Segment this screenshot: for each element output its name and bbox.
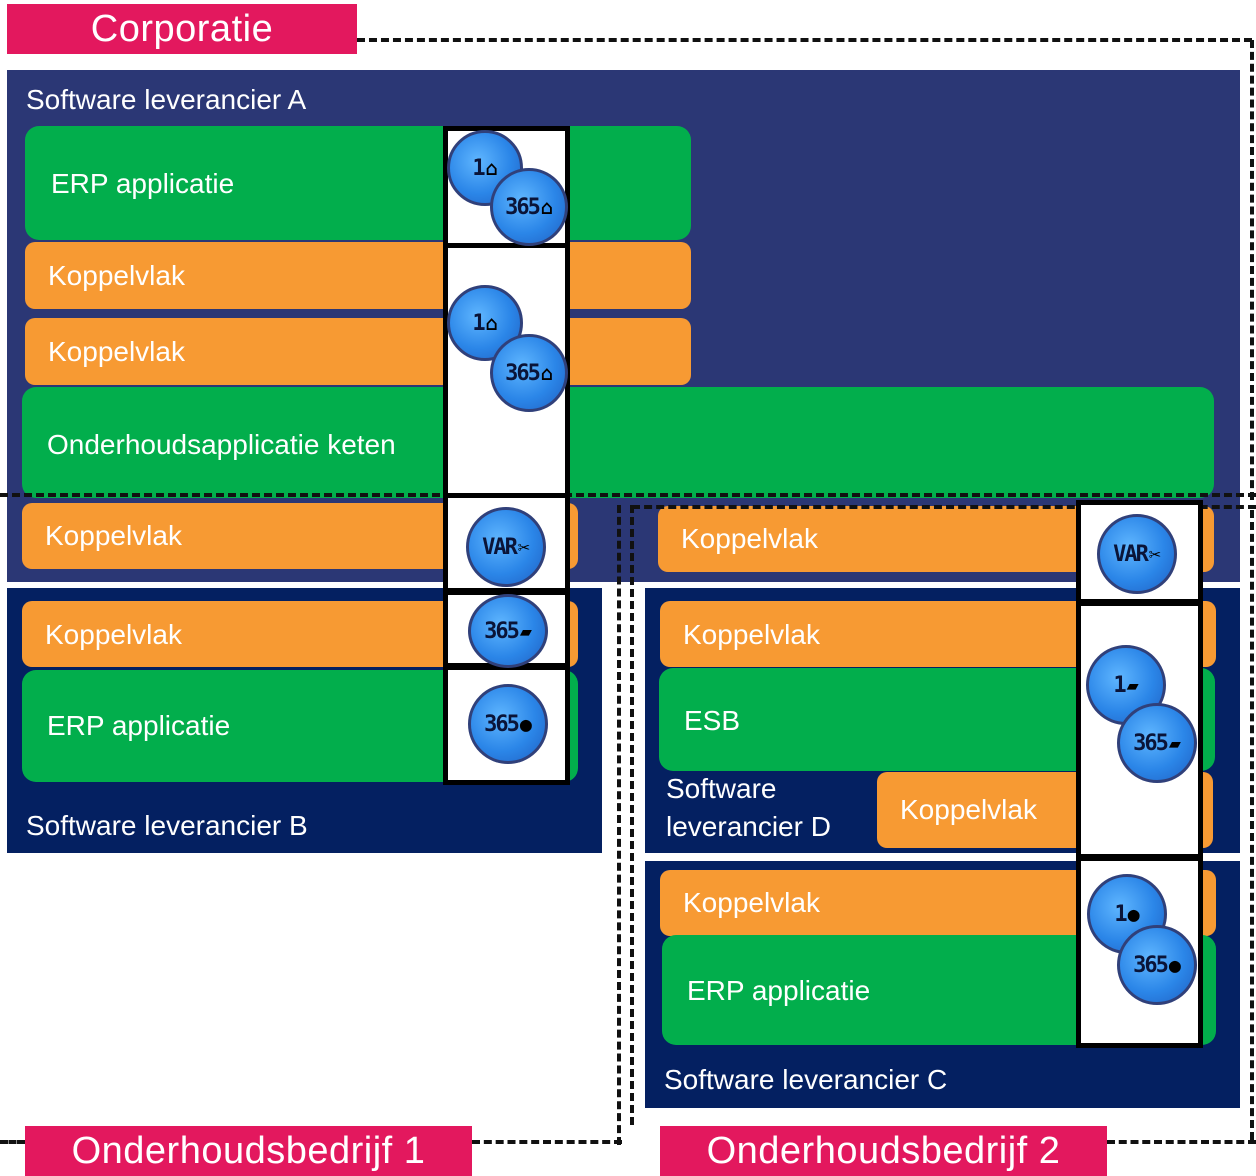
badge-365-box-d: 365▰ [1117, 703, 1197, 783]
vendor-d-koppelvlak-inner-label: Koppelvlak [900, 794, 1037, 825]
onderhoudsbedrijf-divider-right [630, 505, 634, 1125]
vendor-d-koppelvlak-label: Koppelvlak [683, 619, 820, 650]
badge-var-tools-d: VAR✂ [1097, 514, 1177, 594]
corporatie-label: Corporatie [7, 4, 357, 54]
vendor-a-koppelvlak-2: Koppelvlak [25, 318, 691, 385]
box-icon: ▰ [1168, 731, 1181, 755]
onderhoudsapplicatie-keten-block: Onderhoudsapplicatie keten [22, 387, 1214, 498]
house-icon: ⌂ [485, 156, 498, 180]
vendor-a-koppelvlak-1-label: Koppelvlak [48, 260, 185, 291]
corporatie-border-right [1250, 40, 1254, 500]
badge-365-person-c: 365● [1117, 925, 1197, 1005]
corporatie-border-top [357, 38, 1252, 42]
badge-365-box-b: 365▰ [468, 594, 548, 668]
box-icon: ▰ [519, 619, 532, 643]
vendor-b-title: Software leverancier B [26, 810, 308, 841]
onderhoudsbedrijf2-right-border [1250, 510, 1254, 1140]
house-icon: ⌂ [485, 311, 498, 335]
corporatie-border-bottom [0, 493, 1256, 497]
vendor-d-title: Software leverancier D [666, 770, 866, 846]
onderhoudsbedrijf2-top-border [632, 505, 1256, 509]
badge-365-person-b: 365● [468, 684, 548, 764]
badge-365-house-a-erp: 365⌂ [490, 168, 568, 246]
vendor-c-erp-label: ERP applicatie [687, 975, 871, 1006]
box-icon: ▰ [1126, 673, 1139, 697]
onderhoudsapplicatie-keten-label: Onderhoudsapplicatie keten [47, 429, 396, 460]
onderhoudsbedrijf1-label: Onderhoudsbedrijf 1 [25, 1126, 472, 1176]
vendor-d-title-text: Software leverancier D [666, 773, 831, 842]
tools-icon: ✂ [1148, 542, 1161, 566]
vendor-a-koppelvlak-1: Koppelvlak [25, 242, 691, 309]
onderhoudsbedrijf2-label: Onderhoudsbedrijf 2 [660, 1126, 1107, 1176]
vendor-b-erp-label: ERP applicatie [47, 710, 231, 741]
onderhoudsbedrijf1-bottom-right [472, 1140, 622, 1144]
onderhoudsbedrijf-divider-left [617, 505, 621, 1145]
vendor-c-title: Software leverancier C [664, 1064, 948, 1095]
badge-var-tools-b: VAR✂ [466, 507, 546, 587]
badge-365-house-a-koppelvlak: 365⌂ [490, 334, 568, 412]
vendor-c-koppelvlak-label: Koppelvlak [683, 887, 820, 918]
vendor-b-koppelvlak-top-label: Koppelvlak [45, 520, 182, 551]
tools-icon: ✂ [517, 535, 530, 559]
vendor-a-koppelvlak-2-label: Koppelvlak [48, 336, 185, 367]
onderhoudsbedrijf1-bottom-left [0, 1140, 25, 1144]
person-icon: ● [1168, 953, 1181, 977]
vendor-d-esb-label: ESB [684, 705, 741, 736]
vendor-d-koppelvlak-top-label: Koppelvlak [681, 523, 818, 554]
person-icon: ● [1127, 902, 1140, 926]
vendor-b-koppelvlak-label: Koppelvlak [45, 619, 182, 650]
vendor-a-erp-block: ERP applicatie [25, 126, 691, 240]
onderhoudsbedrijf2-bottom-right [1107, 1140, 1256, 1144]
person-icon: ● [519, 712, 532, 736]
vendor-a-erp-label: ERP applicatie [51, 168, 235, 199]
house-icon: ⌂ [540, 195, 553, 219]
vendor-a-title: Software leverancier A [26, 84, 307, 115]
house-icon: ⌂ [540, 361, 553, 385]
badge-1-house-a-koppelvlak: 1⌂ [447, 285, 523, 361]
